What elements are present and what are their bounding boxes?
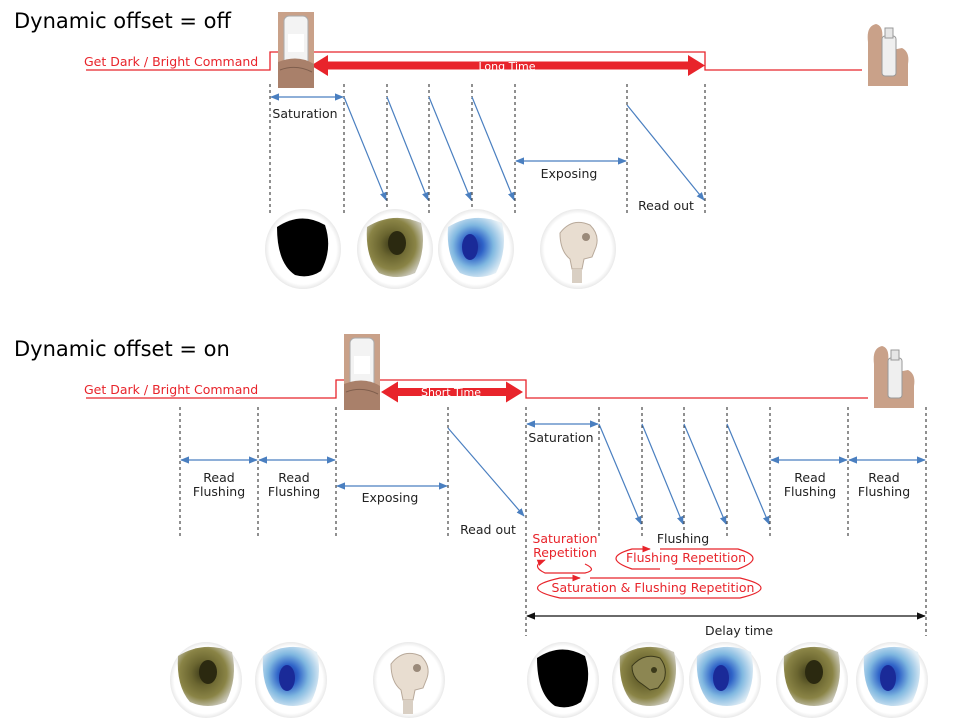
svg-text:Read: Read [794,470,825,485]
bottom-title: Dynamic offset = on [14,337,230,361]
top-flush-arrows [343,96,705,201]
top-title: Dynamic offset = off [14,9,231,33]
bottom-read-flushing-4: Read Flushing [858,470,910,499]
bottom-short-time-arrow [381,381,523,403]
top-thumb-blue [438,209,514,289]
bottom-thumb-olive-2 [776,642,848,718]
bottom-thumb-blue-2 [689,642,761,718]
flushing-repetition-loop [615,545,754,570]
svg-text:Flushing: Flushing [268,484,320,499]
svg-text:Saturation: Saturation [532,531,597,546]
top-saturation-label: Saturation [272,106,337,121]
top-thumb-skull [540,209,616,289]
svg-text:Flushing: Flushing [784,484,836,499]
bottom-readout-label: Read out [460,522,516,537]
top-readout-label: Read out [638,198,694,213]
bottom-thumb-olive-skull [612,642,684,718]
svg-text:Read: Read [868,470,899,485]
top-thumb-olive [357,209,433,289]
top-dashed-lines [269,84,706,213]
sat-flush-repetition-loop [537,574,762,599]
bottom-read-flushing-1: Read Flushing [193,470,245,499]
bottom-delay-label: Delay time [705,623,773,638]
bottom-read-flushing-3: Read Flushing [784,470,836,499]
bottom-readout-arrow [447,427,525,517]
top-right-hand-icon [862,12,910,86]
top-command-label: Get Dark / Bright Command [84,54,258,69]
top-exposing-label: Exposing [541,166,598,181]
bottom-sat-flush-repetition-label: Saturation & Flushing Repetition [552,580,755,595]
bottom-command-label: Get Dark / Bright Command [84,382,258,397]
top-long-time-label: Long Time [478,60,535,73]
bottom-right-hand-icon [868,334,916,408]
saturation-repetition-loop [536,559,593,574]
svg-text:Repetition: Repetition [533,545,597,560]
bottom-exposing-label: Exposing [362,490,419,505]
top-left-hand-icon [278,12,314,88]
bottom-dashed-lines [179,407,927,636]
bottom-saturation-repetition-label: Saturation Repetition [532,531,597,560]
bottom-thumb-skull [373,642,445,718]
top-long-time-arrow [311,55,705,76]
bottom-read-flushing-2: Read Flushing [268,470,320,499]
bottom-saturation-label: Saturation [528,430,593,445]
bottom-thumb-black [527,642,599,718]
bottom-thumb-blue-1 [255,642,327,718]
top-thumb-black [265,209,341,289]
svg-text:Flushing: Flushing [193,484,245,499]
bottom-flushing-label: Flushing [657,531,709,546]
svg-text:Flushing: Flushing [858,484,910,499]
svg-text:Read: Read [278,470,309,485]
bottom-thumb-blue-3 [856,642,928,718]
bottom-left-hand-icon [344,334,380,410]
bottom-thumb-olive-1 [170,642,242,718]
bottom-command-signal [86,379,868,399]
svg-text:Read: Read [203,470,234,485]
top-command-signal [86,51,880,71]
bottom-flushing-repetition-label: Flushing Repetition [626,550,746,565]
bottom-flush-arrows [598,423,770,525]
bottom-short-time-label: Short Time [421,386,481,399]
